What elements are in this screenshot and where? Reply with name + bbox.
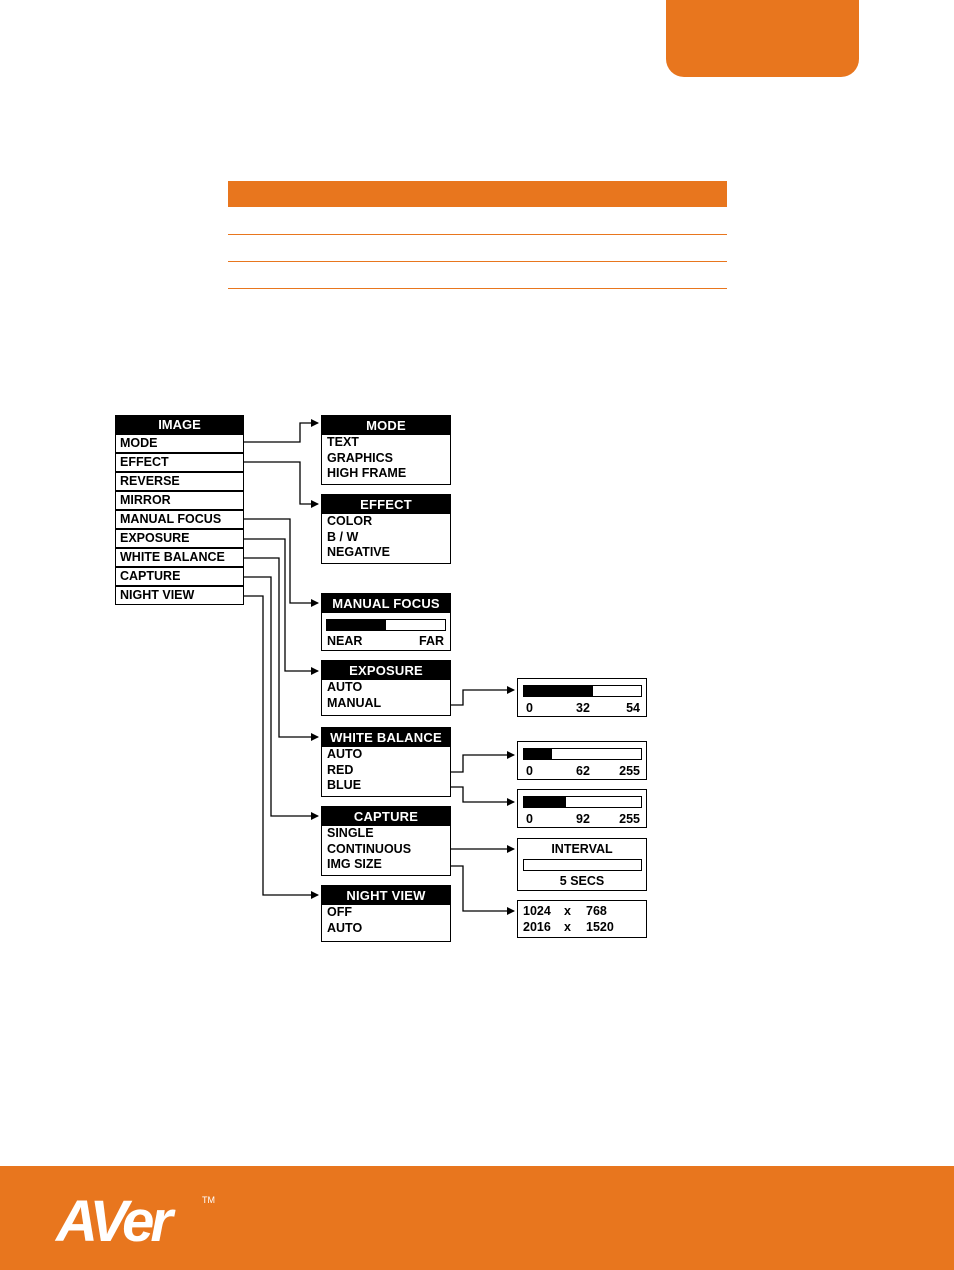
img-size-row1-height: 768 xyxy=(586,904,607,918)
line-mode xyxy=(244,419,319,443)
img-size-row1-x: x xyxy=(564,904,571,918)
capture-option-continuous: CONTINUOUS xyxy=(327,841,412,856)
white-balance-option-blue: BLUE xyxy=(327,778,362,793)
night-view-menu: NIGHT VIEW OFF AUTO xyxy=(321,885,451,942)
mode-option-high-frame: HIGH FRAME xyxy=(327,466,407,481)
menu-item-capture: CAPTURE xyxy=(115,567,244,586)
menu-item-manual-focus: MANUAL FOCUS xyxy=(115,510,244,529)
line-capture-imgsize xyxy=(451,865,515,915)
capture-menu: CAPTURE SINGLE CONTINUOUS IMG SIZE xyxy=(321,806,451,876)
line-exposure xyxy=(244,538,319,675)
exposure-manual-slider xyxy=(523,685,642,697)
white-balance-option-red: RED xyxy=(327,762,354,777)
exposure-title: EXPOSURE xyxy=(322,661,450,680)
wb-red-panel: 0 62 255 xyxy=(517,741,647,780)
manual-focus-slider-fill xyxy=(327,620,386,630)
wb-blue-max-label: 255 xyxy=(619,812,640,826)
interval-value: 5 SECS xyxy=(559,874,605,888)
wb-blue-value-label: 92 xyxy=(576,812,590,826)
night-view-title: NIGHT VIEW xyxy=(322,886,450,905)
line-night-view xyxy=(244,595,319,899)
line-exposure-manual xyxy=(451,686,515,706)
white-balance-option-auto: AUTO xyxy=(327,747,363,761)
table-header-bar xyxy=(228,181,727,207)
exposure-max-label: 54 xyxy=(626,701,640,715)
interval-slider xyxy=(523,859,642,871)
table-rule-3 xyxy=(228,288,727,289)
effect-menu: EFFECT COLOR B / W NEGATIVE xyxy=(321,494,451,564)
white-balance-title: WHITE BALANCE xyxy=(322,728,450,747)
wb-red-value-label: 62 xyxy=(576,764,590,778)
line-capture xyxy=(244,576,319,820)
wb-blue-slider-fill xyxy=(524,797,567,807)
exposure-value-label: 32 xyxy=(576,701,590,715)
manual-focus-near-label: NEAR xyxy=(327,634,363,648)
manual-focus-title: MANUAL FOCUS xyxy=(322,594,450,613)
interval-title: INTERVAL xyxy=(551,842,613,856)
wb-blue-min-label: 0 xyxy=(526,812,533,826)
effect-option-bw: B / W xyxy=(327,529,359,544)
capture-option-single: SINGLE xyxy=(327,826,374,840)
logo-tm: TM xyxy=(202,1195,215,1205)
wb-red-slider-fill xyxy=(524,749,553,759)
img-size-row2-width: 2016 xyxy=(523,920,551,934)
mode-menu: MODE TEXT GRAPHICS HIGH FRAME xyxy=(321,415,451,485)
exposure-option-manual: MANUAL xyxy=(327,695,382,710)
wb-blue-slider xyxy=(523,796,642,808)
effect-option-color: COLOR xyxy=(327,514,373,528)
wb-blue-panel: 0 92 255 xyxy=(517,789,647,828)
effect-title: EFFECT xyxy=(322,495,450,514)
img-size-panel: 1024 x 768 2016 x 1520 xyxy=(517,900,647,938)
interval-panel: INTERVAL 5 SECS xyxy=(517,838,647,891)
menu-item-white-balance: WHITE BALANCE xyxy=(115,548,244,567)
img-size-row2-x: x xyxy=(564,920,571,934)
aver-logo: AVer TM xyxy=(54,1189,215,1251)
img-size-row1-width: 1024 xyxy=(523,904,551,918)
manual-focus-menu: MANUAL FOCUS NEAR FAR xyxy=(321,593,451,651)
line-manual-focus xyxy=(244,518,319,607)
page-tab xyxy=(666,0,859,77)
night-view-option-auto: AUTO xyxy=(327,920,363,935)
menu-item-night-view: NIGHT VIEW xyxy=(115,586,244,605)
menu-item-mode: MODE xyxy=(115,434,244,453)
logo-text: AVer xyxy=(54,1189,176,1251)
img-size-row2-height: 1520 xyxy=(586,920,614,934)
capture-option-img-size: IMG SIZE xyxy=(327,857,382,872)
wb-red-min-label: 0 xyxy=(526,764,533,778)
wb-red-max-label: 255 xyxy=(619,764,640,778)
manual-focus-slider xyxy=(326,619,446,631)
line-effect xyxy=(244,461,319,508)
line-wb-blue xyxy=(451,786,515,806)
menu-item-reverse: REVERSE xyxy=(115,472,244,491)
effect-option-negative: NEGATIVE xyxy=(327,545,390,560)
line-wb-red xyxy=(451,751,515,773)
exposure-menu: EXPOSURE AUTO MANUAL xyxy=(321,660,451,716)
exposure-manual-panel: 0 32 54 xyxy=(517,678,647,717)
image-menu-title: IMAGE xyxy=(115,415,244,434)
exposure-min-label: 0 xyxy=(526,701,533,715)
table-rule-1 xyxy=(228,234,727,235)
mode-title: MODE xyxy=(322,416,450,435)
menu-item-mirror: MIRROR xyxy=(115,491,244,510)
manual-focus-far-label: FAR xyxy=(419,634,444,648)
line-white-balance xyxy=(244,557,319,741)
white-balance-menu: WHITE BALANCE AUTO RED BLUE xyxy=(321,727,451,797)
exposure-manual-slider-fill xyxy=(524,686,594,696)
capture-title: CAPTURE xyxy=(322,807,450,826)
menu-item-effect: EFFECT xyxy=(115,453,244,472)
footer-bar xyxy=(0,1166,954,1270)
exposure-option-auto: AUTO xyxy=(327,680,363,694)
table-rule-2 xyxy=(228,261,727,262)
wb-red-slider xyxy=(523,748,642,760)
mode-option-graphics: GRAPHICS xyxy=(327,450,393,465)
night-view-option-off: OFF xyxy=(327,905,352,919)
mode-option-text: TEXT xyxy=(327,435,359,449)
menu-item-exposure: EXPOSURE xyxy=(115,529,244,548)
